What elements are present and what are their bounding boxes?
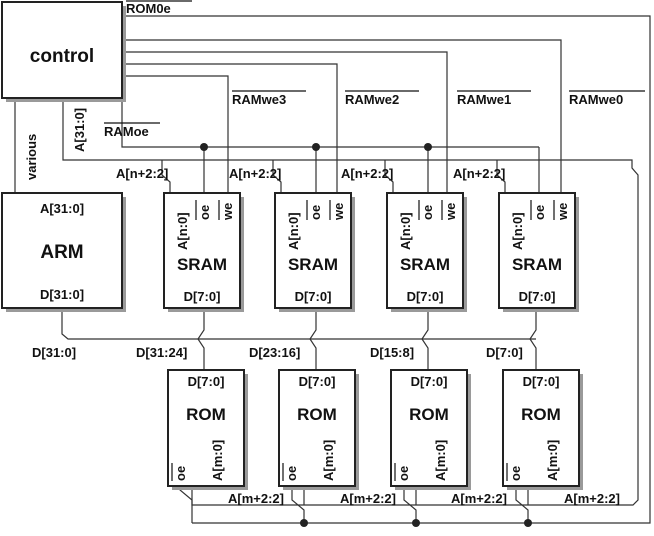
junction-dot (312, 143, 320, 151)
wire-data-bus (61, 312, 536, 340)
rom-data-label: D[7:0] (411, 374, 448, 389)
signal-ramwe3: RAMwe3 (232, 92, 286, 107)
arm-addr-label: A[31:0] (40, 201, 84, 216)
signal-rom-address: A[m+2:2] (564, 491, 620, 506)
signal-rom-address: A[m+2:2] (451, 491, 507, 506)
arm-label: ARM (40, 242, 83, 263)
signal-rom-address: A[m+2:2] (228, 491, 284, 506)
wire-lane-1 (197, 312, 205, 370)
wire-sram-addr-3 (384, 160, 394, 193)
signal-ramoe: RAMoe (104, 124, 149, 139)
sram-block: A[n:0] oe we SRAM D[7:0] (498, 192, 579, 312)
rom-addr-label: A[m:0] (210, 440, 225, 481)
sram-addr-label: A[n:0] (286, 212, 301, 250)
sram-we-label: we (555, 203, 570, 221)
wires (14, 15, 651, 524)
sram-label: SRAM (512, 255, 562, 274)
rom-data-label: D[7:0] (188, 374, 225, 389)
sram-block: A[n:0] oe we SRAM D[7:0] (386, 192, 467, 312)
wire-sram-addr-4 (496, 160, 506, 193)
arm-data-label: D[31:0] (40, 287, 84, 302)
rom-label: ROM (409, 405, 449, 424)
wire-sram-addr-1 (161, 160, 171, 193)
junction-dot (200, 143, 208, 151)
sram-we-label: we (220, 203, 235, 221)
signal-various: various (24, 134, 39, 180)
rom-data-label: D[7:0] (299, 374, 336, 389)
sram-addr-label: A[n:0] (398, 212, 413, 250)
signal-byte-lane: D[23:16] (249, 345, 300, 360)
junction-dot (524, 519, 532, 527)
rom-oe-label: oe (173, 466, 188, 481)
sram-addr-label: A[n:0] (510, 212, 525, 250)
signal-byte-lane: D[7:0] (486, 345, 523, 360)
sram-data-label: D[7:0] (184, 289, 221, 304)
wire-ramwe2 (122, 63, 338, 193)
rom-addr-label: A[m:0] (433, 440, 448, 481)
signal-sram-address: A[n+2:2] (453, 166, 505, 181)
rom-oe-label: oe (396, 466, 411, 481)
rom-oe-label: oe (508, 466, 523, 481)
sram-label: SRAM (288, 255, 338, 274)
sram-oe-label: oe (532, 205, 547, 220)
signal-rom-address: A[m+2:2] (340, 491, 396, 506)
wire-lane-3 (421, 312, 429, 370)
junction-dot (424, 143, 432, 151)
wire-ramoe (121, 98, 539, 148)
rom-label: ROM (297, 405, 337, 424)
wire-lane-2 (309, 312, 317, 370)
sram-oe-label: oe (420, 205, 435, 220)
arm-block: A[31:0] ARM D[31:0] (1, 192, 126, 312)
signal-sram-address: A[n+2:2] (116, 166, 168, 181)
rom-block: D[7:0] ROM oe A[m:0] (390, 369, 471, 490)
wire-arm-address (62, 98, 639, 506)
wire-sram-addr-2 (272, 160, 282, 193)
signal-ramwe1: RAMwe1 (457, 92, 511, 107)
sram-block: A[n:0] oe we SRAM D[7:0] (274, 192, 355, 312)
rom-addr-label: A[m:0] (545, 440, 560, 481)
sram-label: SRAM (400, 255, 450, 274)
signal-rom0e: ROM0e (126, 1, 171, 16)
sram-label: SRAM (177, 255, 227, 274)
signal-data-bus: D[31:0] (32, 345, 76, 360)
rom-addr-label: A[m:0] (321, 440, 336, 481)
signal-ramwe2: RAMwe2 (345, 92, 399, 107)
sram-data-label: D[7:0] (295, 289, 332, 304)
wire-rom0e (122, 15, 651, 524)
rom-label: ROM (521, 405, 561, 424)
rom-data-label: D[7:0] (523, 374, 560, 389)
sram-we-label: we (331, 203, 346, 221)
sram-data-label: D[7:0] (407, 289, 444, 304)
control-label: control (30, 46, 94, 67)
sram-oe-label: oe (197, 205, 212, 220)
control-block: control (1, 1, 126, 102)
sram-we-label: we (443, 203, 458, 221)
sram-addr-label: A[n:0] (175, 212, 190, 250)
wire-ramwe3 (122, 75, 229, 193)
signal-sram-address: A[n+2:2] (229, 166, 281, 181)
junction-dot (412, 519, 420, 527)
rom-oe-label: oe (284, 466, 299, 481)
rom-label: ROM (186, 405, 226, 424)
junctions (200, 143, 532, 527)
sram-block: A[n:0] oe we SRAM D[7:0] (163, 192, 244, 312)
rom-block: D[7:0] ROM oe A[m:0] (502, 369, 583, 490)
wire-lane-4 (529, 312, 537, 370)
signal-byte-lane: D[15:8] (370, 345, 414, 360)
junction-dot (300, 519, 308, 527)
signal-ramwe0: RAMwe0 (569, 92, 623, 107)
signal-byte-lane: D[31:24] (136, 345, 187, 360)
sram-oe-label: oe (308, 205, 323, 220)
rom-block: D[7:0] ROM oe A[m:0] (278, 369, 359, 490)
signal-labels: ROM0e RAMwe3 RAMwe2 RAMwe1 RAMwe0 RAMoe … (24, 0, 645, 506)
rom-block: D[7:0] ROM oe A[m:0] (167, 369, 248, 490)
signal-sram-address: A[n+2:2] (341, 166, 393, 181)
signal-arm-address: A[31:0] (72, 108, 87, 152)
wire-ramwe1 (122, 51, 448, 193)
sram-data-label: D[7:0] (519, 289, 556, 304)
wire-ramwe0 (122, 39, 562, 193)
